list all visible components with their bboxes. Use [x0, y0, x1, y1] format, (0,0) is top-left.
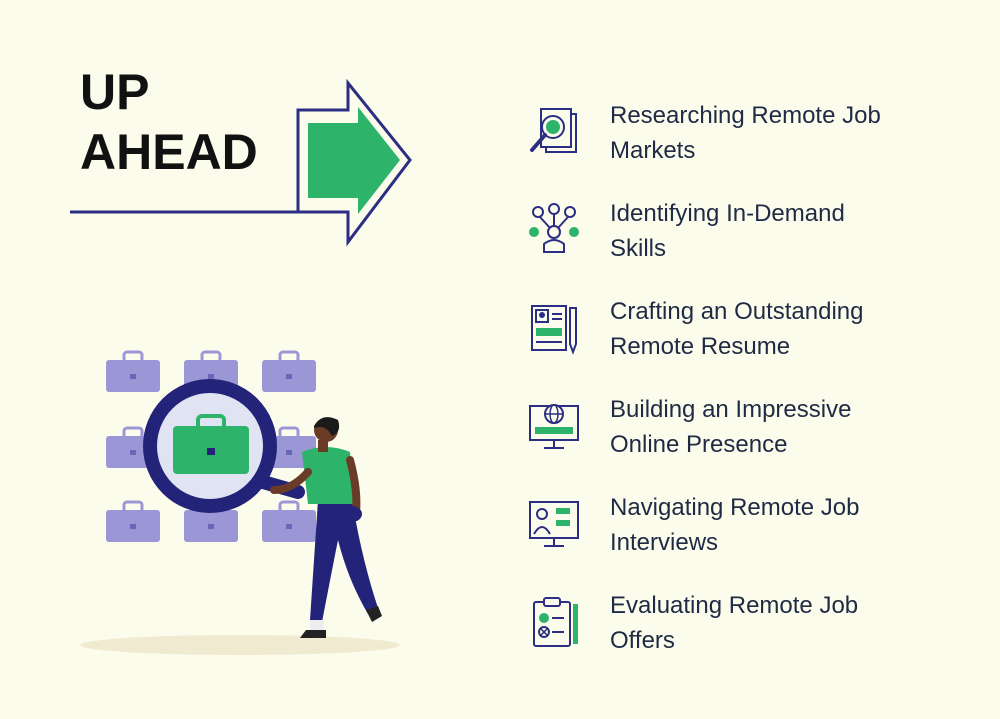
arrow-graphic: [70, 78, 412, 247]
page-title: UP AHEAD: [80, 62, 258, 182]
agenda-item-online-presence: Building an Impressive Online Presence: [526, 392, 966, 472]
agenda-item-text: Building an Impressive Online Presence: [610, 396, 852, 458]
clipboard-checklist-icon: [533, 597, 578, 647]
video-interview-icon: [529, 501, 579, 547]
resume-pen-icon: [531, 305, 577, 355]
job-search-illustration: [80, 350, 400, 655]
ground-shadow: [80, 635, 400, 655]
agenda-item-craft-resume: Crafting an Outstanding Remote Resume: [526, 294, 966, 374]
agenda-item-identify-skills: Identifying In-Demand Skills: [526, 196, 966, 276]
agenda-item-text: Researching Remote Job Markets: [610, 102, 881, 164]
agenda-item-interviews: Navigating Remote Job Interviews: [526, 490, 966, 570]
agenda-item-text: Identifying In-Demand Skills: [610, 200, 845, 262]
title-line-1: UP: [80, 64, 150, 120]
agenda-item-text: Navigating Remote Job Interviews: [610, 494, 860, 556]
agenda-item-job-offers: Evaluating Remote Job Offers: [526, 588, 966, 668]
person-figure: [270, 417, 382, 638]
agenda-item-text: Evaluating Remote Job Offers: [610, 592, 859, 654]
magnifier-icon: [143, 379, 305, 513]
globe-monitor-icon: [529, 404, 579, 449]
skills-network-icon: [529, 203, 579, 253]
agenda-item-text: Crafting an Outstanding Remote Resume: [610, 298, 864, 360]
magnifier-documents-icon: [530, 108, 577, 153]
green-briefcase-icon: [173, 414, 249, 474]
agenda-item-research-markets: Researching Remote Job Markets: [526, 98, 966, 178]
title-line-2: AHEAD: [80, 124, 258, 180]
